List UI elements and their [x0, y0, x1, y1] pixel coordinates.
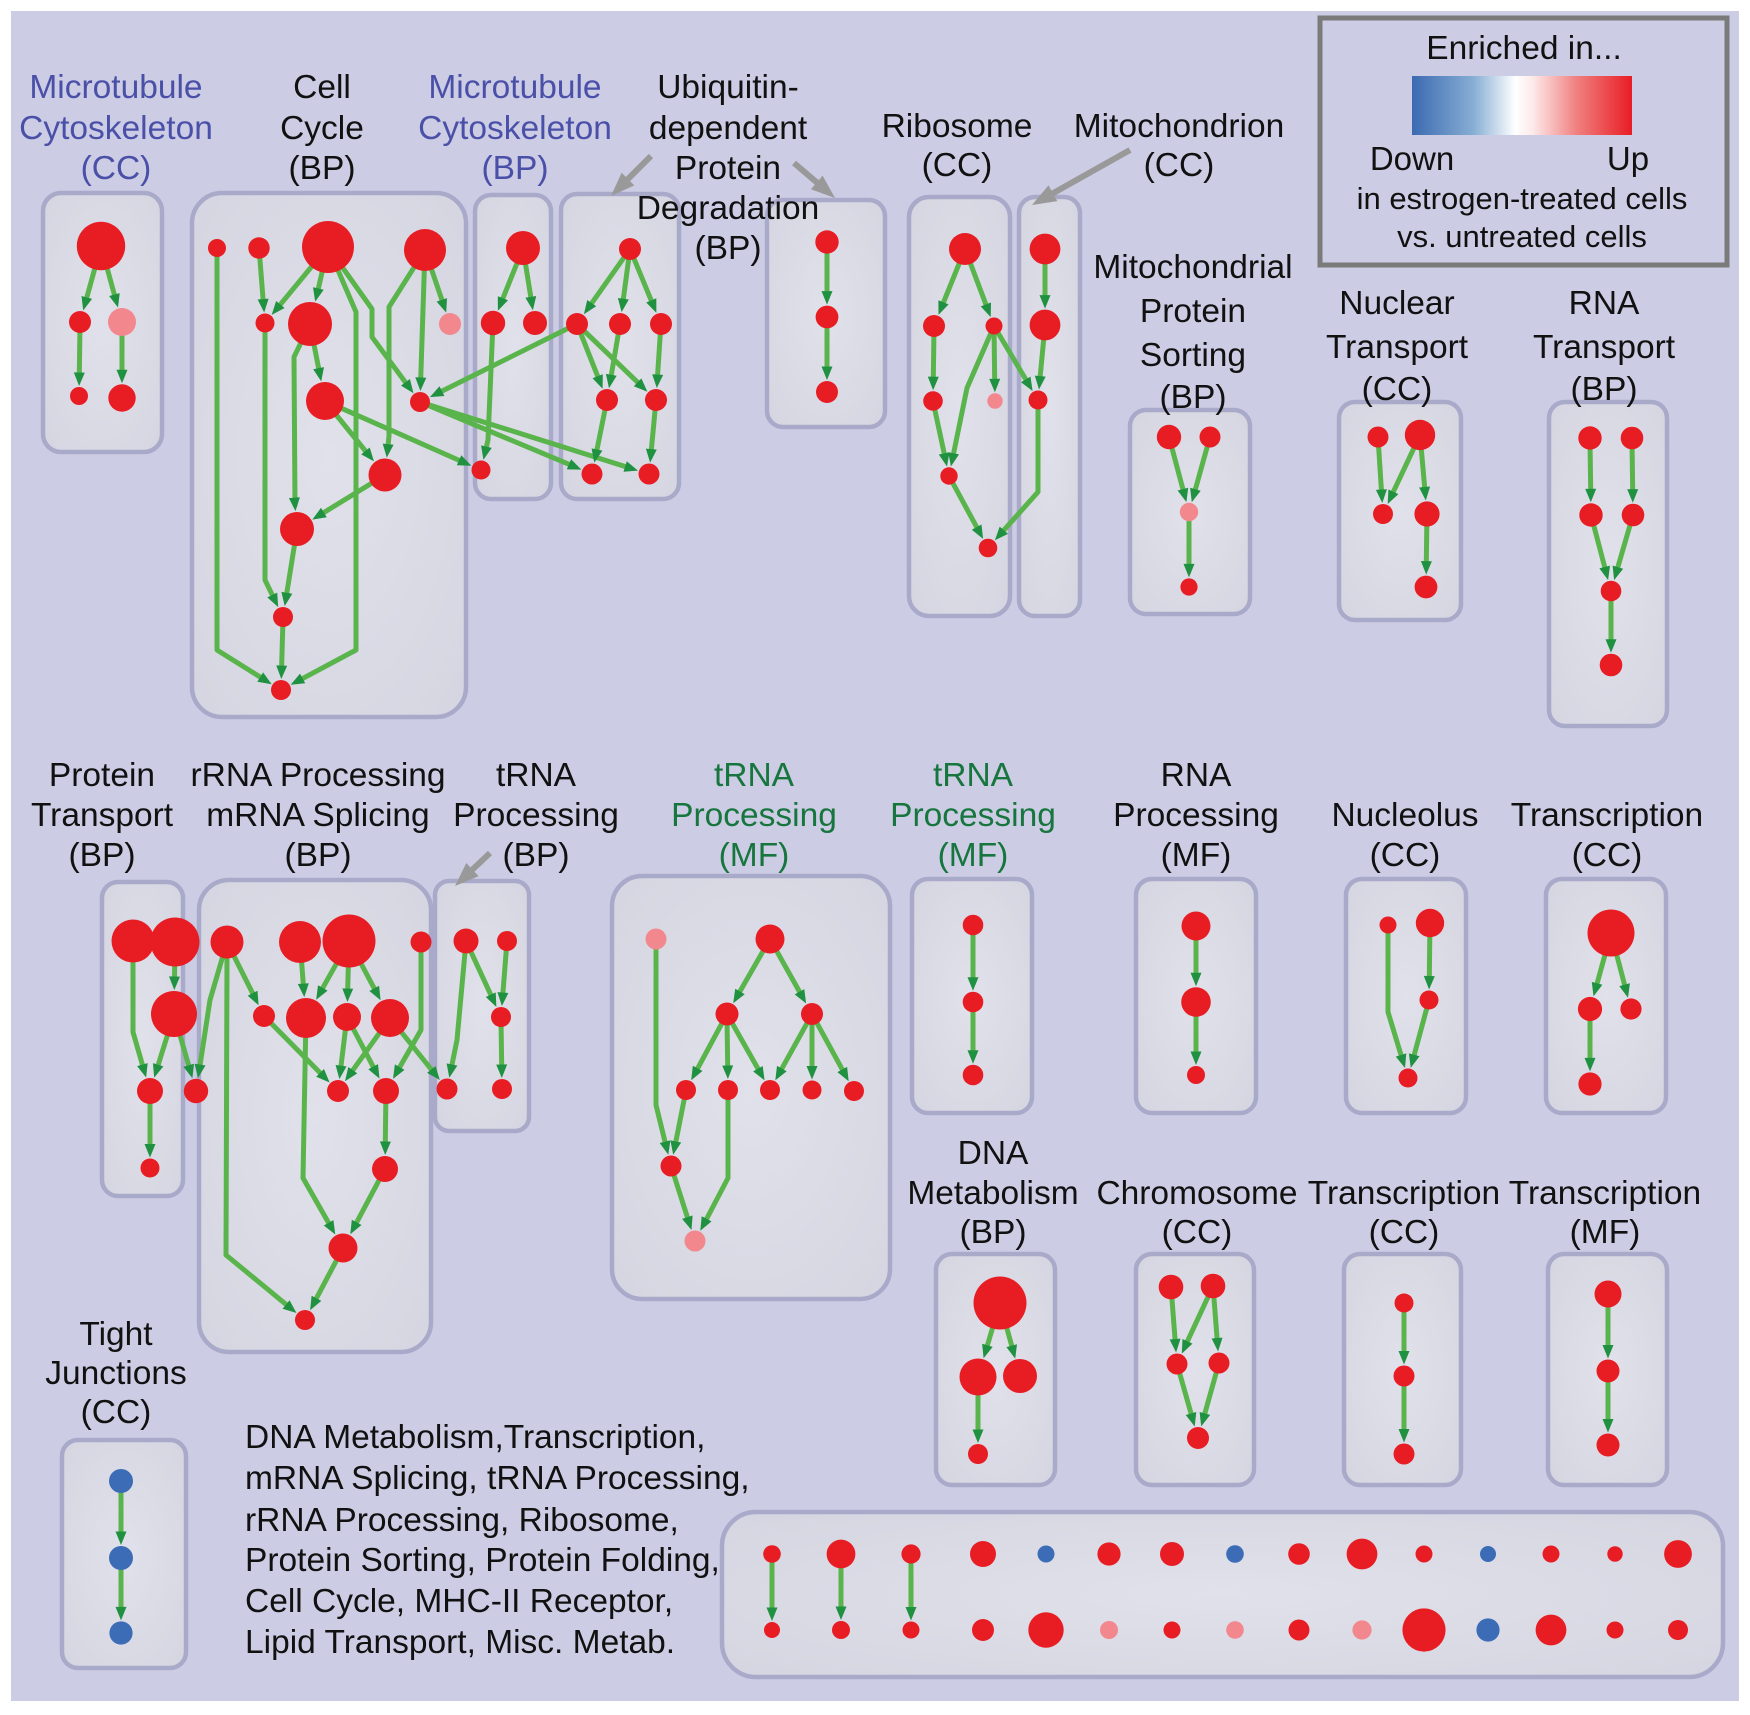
svg-text:Microtubule: Microtubule: [428, 69, 601, 106]
svg-text:in estrogen-treated cells: in estrogen-treated cells: [1357, 181, 1688, 216]
svg-text:Ribosome: Ribosome: [882, 108, 1033, 145]
svg-text:(BP): (BP): [69, 837, 136, 874]
svg-text:(CC): (CC): [1369, 1214, 1440, 1251]
svg-text:Enriched in...: Enriched in...: [1426, 30, 1622, 67]
svg-text:Transcription: Transcription: [1511, 797, 1703, 834]
svg-text:Cycle: Cycle: [280, 110, 364, 147]
svg-text:Protein Sorting, Protein Foldi: Protein Sorting, Protein Folding,: [245, 1542, 720, 1579]
svg-text:Chromosome: Chromosome: [1096, 1175, 1297, 1212]
svg-text:Protein: Protein: [49, 757, 155, 794]
svg-text:(BP): (BP): [289, 150, 356, 187]
svg-text:Processing: Processing: [453, 797, 619, 834]
svg-text:tRNA: tRNA: [714, 757, 795, 794]
svg-text:vs. untreated cells: vs. untreated cells: [1397, 219, 1647, 254]
svg-text:Ubiquitin-: Ubiquitin-: [657, 69, 799, 106]
svg-text:(CC): (CC): [1162, 1214, 1233, 1251]
svg-text:(BP): (BP): [1160, 379, 1227, 416]
svg-text:RNA: RNA: [1161, 757, 1232, 794]
svg-text:tRNA: tRNA: [496, 757, 577, 794]
svg-text:Lipid Transport, Misc. Metab.: Lipid Transport, Misc. Metab.: [245, 1624, 675, 1661]
svg-text:Mitochondrion: Mitochondrion: [1074, 108, 1284, 145]
svg-text:Cell: Cell: [293, 69, 351, 106]
svg-text:Transport: Transport: [1326, 329, 1469, 366]
svg-text:dependent: dependent: [649, 110, 808, 147]
svg-text:(MF): (MF): [1570, 1214, 1641, 1251]
svg-text:Nucleolus: Nucleolus: [1331, 797, 1478, 834]
svg-text:Down: Down: [1370, 140, 1454, 177]
svg-text:Protein: Protein: [675, 150, 781, 187]
svg-text:RNA: RNA: [1569, 285, 1640, 322]
svg-text:Transcription: Transcription: [1509, 1175, 1701, 1212]
svg-text:(CC): (CC): [1144, 147, 1215, 184]
svg-text:(CC): (CC): [1370, 837, 1441, 874]
svg-text:(BP): (BP): [285, 837, 352, 874]
svg-text:(CC): (CC): [1362, 371, 1433, 408]
svg-text:(CC): (CC): [81, 1394, 152, 1431]
svg-text:Sorting: Sorting: [1140, 337, 1246, 374]
svg-text:DNA Metabolism,Transcription,: DNA Metabolism,Transcription,: [245, 1419, 705, 1456]
svg-text:Up: Up: [1607, 140, 1649, 177]
svg-text:(BP): (BP): [482, 150, 549, 187]
svg-text:(MF): (MF): [938, 837, 1009, 874]
svg-text:Protein: Protein: [1140, 293, 1246, 330]
svg-text:tRNA: tRNA: [933, 757, 1014, 794]
svg-text:Cell Cycle, MHC-II Receptor,: Cell Cycle, MHC-II Receptor,: [245, 1583, 673, 1620]
svg-text:(BP): (BP): [1571, 371, 1638, 408]
svg-text:Metabolism: Metabolism: [907, 1175, 1078, 1212]
svg-text:Processing: Processing: [890, 797, 1056, 834]
svg-text:(BP): (BP): [503, 837, 570, 874]
svg-text:Nuclear: Nuclear: [1339, 285, 1454, 322]
svg-text:rRNA Processing, Ribosome,: rRNA Processing, Ribosome,: [245, 1502, 679, 1539]
svg-text:Processing: Processing: [1113, 797, 1279, 834]
svg-text:Transport: Transport: [1533, 329, 1676, 366]
svg-text:(MF): (MF): [1161, 837, 1232, 874]
svg-text:Tight: Tight: [79, 1316, 153, 1353]
svg-text:(BP): (BP): [695, 230, 762, 267]
svg-text:Microtubule: Microtubule: [29, 69, 202, 106]
svg-text:mRNA Splicing, tRNA Processing: mRNA Splicing, tRNA Processing,: [245, 1460, 750, 1497]
svg-text:Mitochondrial: Mitochondrial: [1093, 249, 1292, 286]
svg-text:Cytoskeleton: Cytoskeleton: [19, 110, 213, 147]
svg-text:(CC): (CC): [922, 147, 993, 184]
svg-text:Transcription: Transcription: [1308, 1175, 1500, 1212]
svg-text:DNA: DNA: [958, 1135, 1029, 1172]
svg-text:Processing: Processing: [671, 797, 837, 834]
svg-text:(BP): (BP): [960, 1214, 1027, 1251]
svg-text:Junctions: Junctions: [45, 1355, 187, 1392]
svg-text:rRNA Processing: rRNA Processing: [190, 757, 445, 794]
svg-text:Degradation: Degradation: [637, 190, 820, 227]
svg-text:(MF): (MF): [719, 837, 790, 874]
svg-text:(CC): (CC): [81, 150, 152, 187]
svg-text:Cytoskeleton: Cytoskeleton: [418, 110, 612, 147]
svg-text:(CC): (CC): [1572, 837, 1643, 874]
svg-text:mRNA Splicing: mRNA Splicing: [206, 797, 429, 834]
svg-text:Transport: Transport: [31, 797, 174, 834]
